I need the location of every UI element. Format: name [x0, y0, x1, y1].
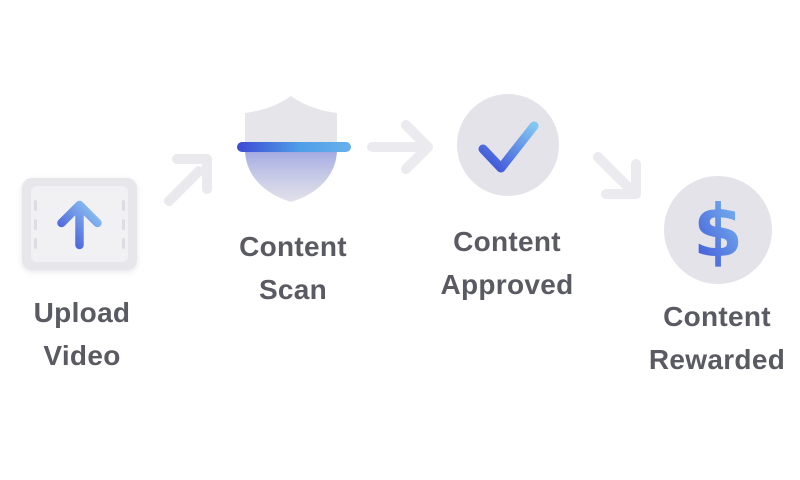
- dollar-circle-icon: $: [664, 176, 772, 284]
- flow-arrow-down-right-icon: [593, 152, 641, 199]
- film-perforation: [122, 238, 125, 249]
- step-label-content-rewarded: Content Rewarded: [622, 295, 800, 381]
- step-label-line: Content: [239, 231, 347, 262]
- step-label-line: Approved: [440, 269, 574, 300]
- step-label-content-approved: Content Approved: [412, 220, 602, 306]
- dollar-glyph: $: [693, 189, 743, 273]
- upload-video-icon: [22, 178, 137, 270]
- film-perforation: [122, 200, 125, 211]
- film-perforation: [122, 219, 125, 230]
- step-label-line: Upload: [33, 297, 131, 328]
- step-label-line: Rewarded: [648, 344, 786, 375]
- shield-scan-icon: [237, 96, 351, 202]
- step-label-line: Content: [663, 301, 771, 332]
- step-label-line: Content: [453, 226, 561, 257]
- film-perforation: [34, 219, 37, 230]
- scan-fill: [245, 147, 337, 202]
- step-label-upload-video: Upload Video: [0, 291, 177, 377]
- circle-badge: [457, 94, 559, 196]
- film-perforation: [34, 200, 37, 211]
- scan-line: [237, 142, 351, 152]
- film-perforation: [34, 238, 37, 249]
- checkmark-circle-icon: [457, 94, 559, 196]
- flow-arrow-right-icon: [367, 120, 433, 174]
- step-label-content-scan: Content Scan: [198, 225, 388, 311]
- flow-arrow-up-right-icon: [164, 154, 212, 206]
- step-label-line: Scan: [258, 274, 328, 305]
- circle-badge: [664, 176, 772, 284]
- upload-arrow-icon: [57, 200, 102, 250]
- step-label-line: Video: [43, 340, 121, 371]
- checkmark: [478, 121, 539, 173]
